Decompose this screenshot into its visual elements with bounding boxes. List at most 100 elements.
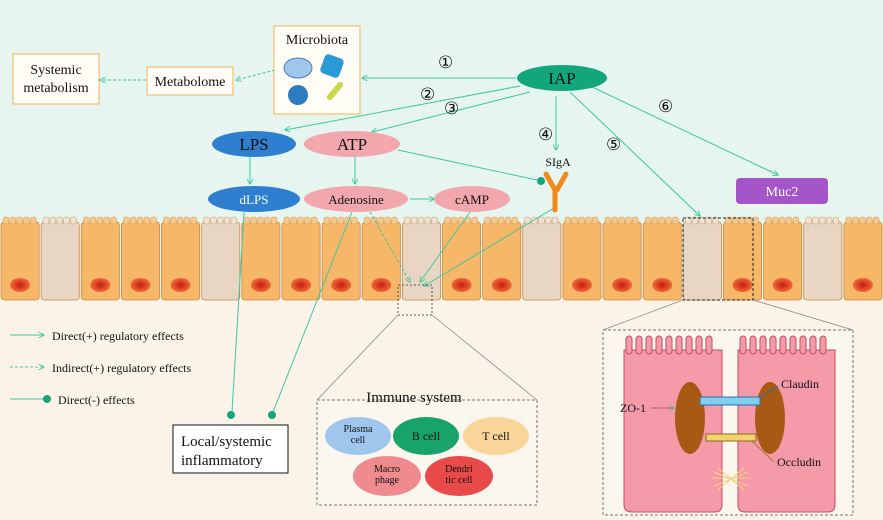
epithelial-cell bbox=[281, 216, 321, 301]
camp-node bbox=[434, 186, 510, 212]
step-3: ③ bbox=[444, 99, 459, 119]
epithelial-cell bbox=[80, 216, 120, 301]
epithelial-cell bbox=[241, 216, 281, 301]
atp-node bbox=[304, 131, 400, 157]
step-6: ⑥ bbox=[658, 97, 673, 117]
siga-label: SIgA bbox=[545, 155, 571, 169]
epithelial-cell bbox=[401, 216, 441, 301]
adenosine-label: Adenosine bbox=[328, 192, 384, 207]
microbiota-label: Microbiota bbox=[286, 33, 349, 48]
zo1-label: ZO-1 bbox=[620, 401, 646, 415]
legend-direct-positive: Direct(+) regulatory effects bbox=[52, 329, 184, 343]
epithelial-cell bbox=[602, 216, 642, 301]
inhibit-dot-2 bbox=[268, 411, 276, 419]
left-cell bbox=[623, 349, 723, 513]
step-1: ① bbox=[438, 53, 453, 73]
right-cell bbox=[737, 349, 836, 513]
epithelial-layer bbox=[0, 216, 883, 301]
lps-node bbox=[212, 131, 296, 157]
inflammatory-box bbox=[172, 424, 289, 474]
metabolome-label: Metabolome bbox=[155, 75, 226, 90]
legend: Direct(+) regulatory effects Indirect(+)… bbox=[10, 329, 191, 407]
zoom-line bbox=[602, 299, 684, 331]
epithelial-cell bbox=[121, 216, 160, 301]
step-numbers: ① ② ③ ④ ⑤ ⑥ bbox=[420, 53, 673, 155]
epithelial-cell bbox=[562, 216, 602, 301]
b-cell-label: B cell bbox=[412, 429, 441, 443]
muc2-label: Muc2 bbox=[766, 185, 799, 200]
lumen-background bbox=[0, 0, 883, 222]
inhibit-dot-1 bbox=[227, 411, 235, 419]
epithelial-cell bbox=[723, 216, 762, 301]
claudin-label: Claudin bbox=[781, 377, 819, 391]
zoom-line bbox=[752, 299, 854, 331]
arrow-microbiota-metabolome bbox=[236, 69, 276, 80]
zoom-line bbox=[316, 314, 399, 401]
epithelial-cell bbox=[161, 216, 201, 301]
step-2: ② bbox=[420, 85, 435, 105]
arrow-iap-junction bbox=[569, 91, 700, 216]
epithelial-cell bbox=[0, 216, 40, 301]
epithelial-cell bbox=[522, 216, 562, 301]
claudin-strand bbox=[699, 396, 761, 406]
step-5: ⑤ bbox=[606, 135, 621, 155]
plasma-cell bbox=[325, 417, 391, 455]
iap-label: IAP bbox=[548, 69, 575, 88]
arrow-iap-lps bbox=[285, 85, 521, 130]
epithelial-cell bbox=[803, 216, 843, 301]
epithelial-cell bbox=[843, 216, 883, 301]
macrophage bbox=[353, 456, 421, 496]
zoom-line bbox=[431, 314, 538, 401]
epithelial-cell bbox=[40, 216, 80, 301]
microbe-icon bbox=[283, 57, 313, 79]
microbe-icon bbox=[288, 85, 308, 105]
occludin-label: Occludin bbox=[777, 455, 821, 469]
arrow-siga-immune bbox=[424, 207, 555, 286]
iap-node bbox=[517, 65, 607, 91]
regulation-arrows bbox=[100, 69, 778, 413]
inhibit-atp-siga bbox=[397, 149, 538, 181]
atp-label: ATP bbox=[337, 135, 367, 154]
legend-negative-dot bbox=[43, 395, 51, 403]
arrow-camp-immune bbox=[420, 211, 471, 282]
immune-selection bbox=[397, 284, 433, 316]
line-dlps-inflammatory bbox=[231, 211, 245, 413]
epithelial-cell bbox=[482, 216, 522, 301]
camp-label: cAMP bbox=[455, 192, 489, 207]
metabolome-box bbox=[146, 66, 234, 96]
epithelial-cell bbox=[642, 216, 682, 301]
muc2-node bbox=[736, 178, 828, 204]
arrow-iap-atp bbox=[372, 91, 531, 132]
t-cell-label: T cell bbox=[482, 429, 510, 443]
lps-label: LPS bbox=[239, 135, 268, 154]
junction-selection bbox=[682, 217, 754, 301]
line-adenosine-inflammatory bbox=[272, 211, 353, 413]
step-4: ④ bbox=[538, 125, 553, 145]
dlps-node bbox=[208, 186, 300, 212]
systemic-metabolism-box bbox=[12, 53, 100, 105]
t-cell bbox=[463, 417, 529, 455]
dlps-label: dLPS bbox=[240, 192, 269, 207]
immune-system-title: Immune system bbox=[366, 390, 462, 406]
inhibit-dot-siga bbox=[537, 177, 545, 185]
legend-indirect-positive: Indirect(+) regulatory effects bbox=[52, 361, 191, 375]
tight-junction-illustration bbox=[623, 335, 836, 513]
microbe-icon bbox=[320, 54, 344, 78]
claudin-pointer bbox=[759, 385, 779, 399]
legend-direct-negative: Direct(-) effects bbox=[58, 393, 135, 407]
occludin-strand bbox=[705, 433, 757, 442]
epithelial-cell bbox=[682, 216, 722, 301]
arrow-iap-muc2 bbox=[589, 85, 778, 175]
desmosome bbox=[712, 467, 750, 491]
occludin-pointer bbox=[751, 440, 775, 463]
epithelial-cell bbox=[763, 216, 803, 301]
epithelial-cell bbox=[321, 216, 361, 301]
microbe-icon bbox=[326, 81, 344, 101]
b-cell bbox=[393, 417, 459, 455]
